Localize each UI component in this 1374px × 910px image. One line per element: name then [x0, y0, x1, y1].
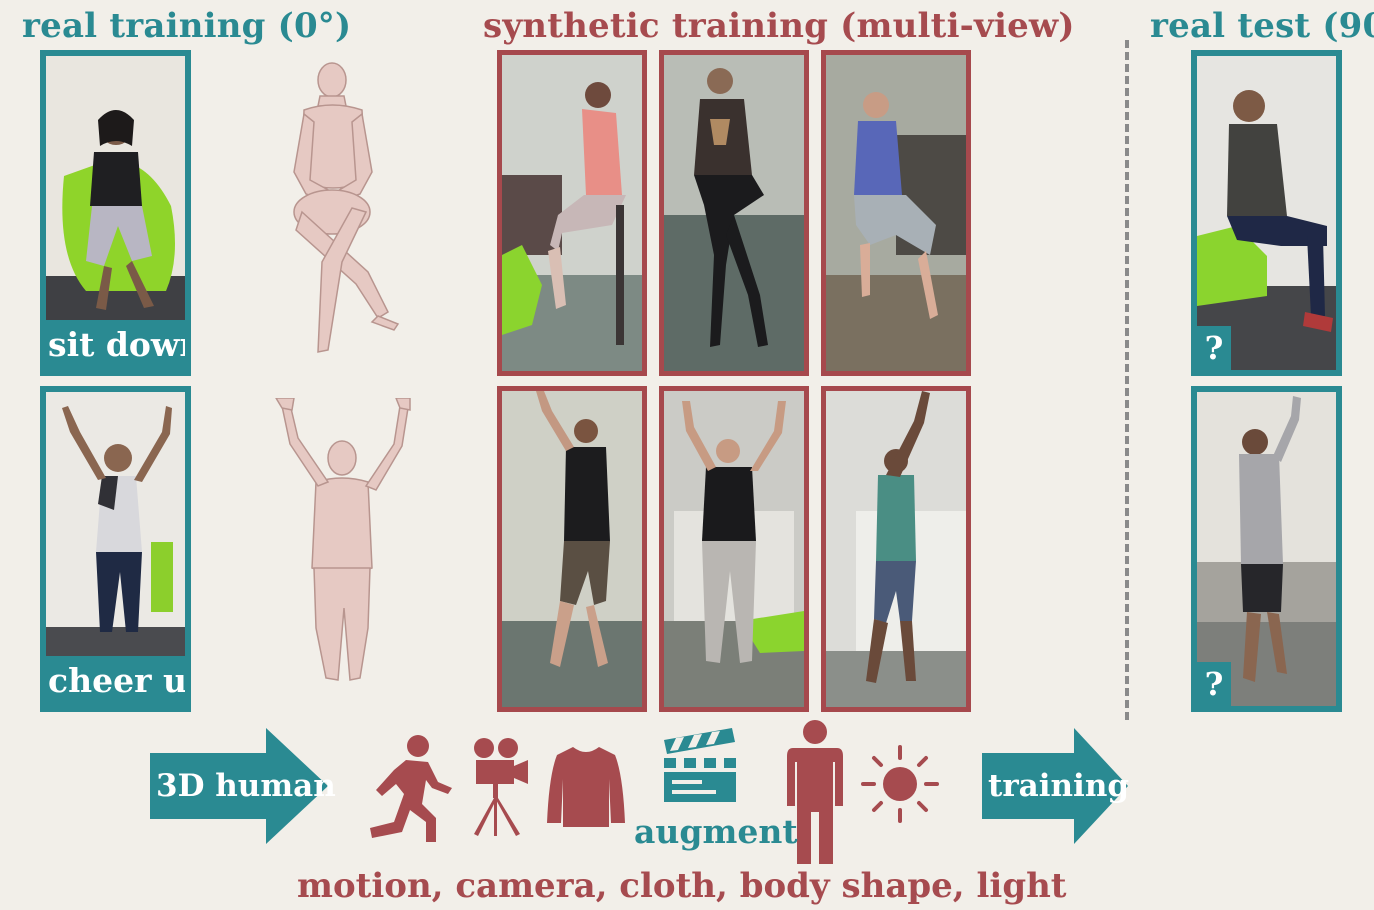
unknown-action-badge-2: ? — [1197, 662, 1231, 706]
film-camera-icon — [470, 736, 530, 838]
section-divider — [1125, 40, 1129, 720]
mesh-cheering-3d-human — [272, 398, 412, 688]
sun-icon — [860, 744, 940, 824]
flow-arrow-training: training — [982, 728, 1128, 844]
real-test-photo-cheer: ? — [1191, 386, 1342, 712]
synthetic-cheer-render-3 — [826, 391, 966, 707]
synthetic-render-sit-view-3 — [821, 50, 971, 376]
running-person-icon — [366, 734, 456, 848]
synthetic-cheer-render-1 — [502, 391, 642, 707]
cheering-mesh-shape — [272, 398, 412, 688]
sitting-mesh-shape — [282, 62, 404, 362]
mesh-sitting-3d-human — [282, 62, 404, 362]
real-training-heading: real training (0°) — [22, 6, 351, 46]
synthetic-sit-render-3 — [826, 55, 966, 371]
clapperboard-icon — [662, 728, 738, 804]
synthetic-cheer-render-2 — [664, 391, 804, 707]
synthetic-render-cheer-view-3 — [821, 386, 971, 712]
3d-human-label: 3D human — [156, 728, 336, 844]
synthetic-sit-render-2 — [664, 55, 804, 371]
synthetic-render-cheer-view-2 — [659, 386, 809, 712]
synthetic-render-sit-view-1 — [497, 50, 647, 376]
training-label: training — [988, 728, 1129, 844]
real-training-photo-cheer-up: cheer up — [40, 386, 191, 712]
real-test-heading: real test (90°) — [1150, 6, 1374, 46]
real-test-cheering-photo — [1197, 392, 1336, 706]
real-training-photo-sit-down: sit down — [40, 50, 191, 376]
unknown-action-badge-1: ? — [1197, 326, 1231, 370]
augment-label: augment — [634, 812, 798, 851]
synthetic-training-heading: synthetic training (multi-view) — [483, 6, 1075, 46]
augmentation-factors-label: motion, camera, cloth, body shape, light — [297, 866, 1067, 906]
flow-arrow-3d-human: 3D human — [150, 728, 328, 844]
sweater-icon — [545, 745, 627, 829]
action-label-sit-down: sit down — [46, 320, 185, 370]
action-label-cheer-up: cheer up — [46, 656, 185, 706]
synthetic-sit-render-1 — [502, 55, 642, 371]
real-test-photo-sit: ? — [1191, 50, 1342, 376]
real-test-sitting-photo — [1197, 56, 1336, 370]
synthetic-render-cheer-view-1 — [497, 386, 647, 712]
synthetic-render-sit-view-2 — [659, 50, 809, 376]
